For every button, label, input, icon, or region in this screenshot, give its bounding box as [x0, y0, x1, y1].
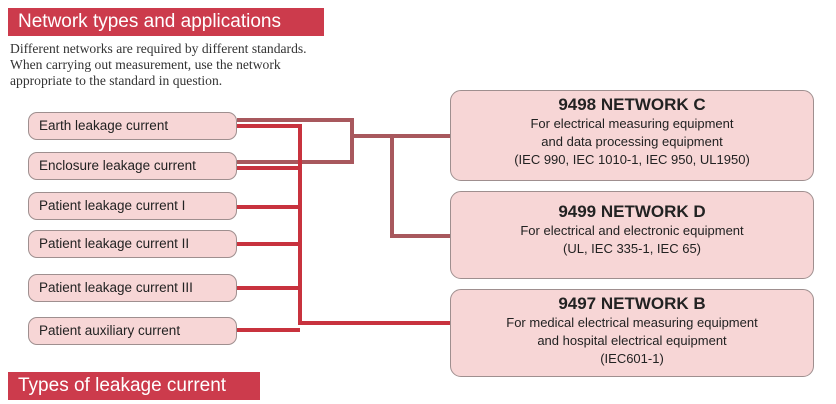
network-desc-line: For medical electrical measuring equipme…: [506, 315, 758, 330]
network-standards: (IEC601-1): [600, 351, 664, 366]
network-title: 9499 NETWORK D: [558, 202, 706, 221]
wire-enclosure-to-c: [237, 137, 354, 164]
current-box-patient-leakage-2: Patient leakage current II: [28, 230, 237, 258]
current-box-enclosure-leakage: Enclosure leakage current: [28, 152, 237, 180]
network-standards: (IEC 990, IEC 1010-1, IEC 950, UL1950): [514, 152, 750, 167]
network-desc-line: For electrical and electronic equipment: [520, 223, 744, 238]
current-box-earth-leakage: Earth leakage current: [28, 112, 237, 140]
section-title: Types of leakage current: [8, 372, 260, 400]
network-box-b: 9497 NETWORK B For medical electrical me…: [450, 289, 814, 377]
intro-line: When carrying out measurement, use the n…: [10, 57, 281, 72]
network-title: 9498 NETWORK C: [558, 95, 706, 114]
network-desc-line: and data processing equipment: [541, 134, 723, 149]
network-box-d: 9499 NETWORK D For electrical and electr…: [450, 191, 814, 279]
current-box-patient-leakage-3: Patient leakage current III: [28, 274, 237, 302]
wire-earth-to-b: [237, 124, 450, 325]
section-title: Network types and applications: [8, 8, 324, 36]
intro-line: appropriate to the standard in question.: [10, 73, 223, 88]
intro-line: Different networks are required by diffe…: [10, 41, 307, 56]
wire-earth-to-c: [237, 118, 450, 138]
network-desc-line: For electrical measuring equipment: [530, 116, 734, 131]
intro-text: Different networks are required by diffe…: [10, 41, 405, 89]
wire-c-d-trunk: [390, 136, 450, 238]
current-box-patient-leakage-1: Patient leakage current I: [28, 192, 237, 220]
network-title: 9497 NETWORK B: [558, 294, 706, 313]
network-box-c: 9498 NETWORK C For electrical measuring …: [450, 90, 814, 181]
current-box-patient-auxiliary: Patient auxiliary current: [28, 317, 237, 345]
network-standards: (UL, IEC 335-1, IEC 65): [563, 241, 701, 256]
network-desc-line: and hospital electrical equipment: [537, 333, 727, 348]
